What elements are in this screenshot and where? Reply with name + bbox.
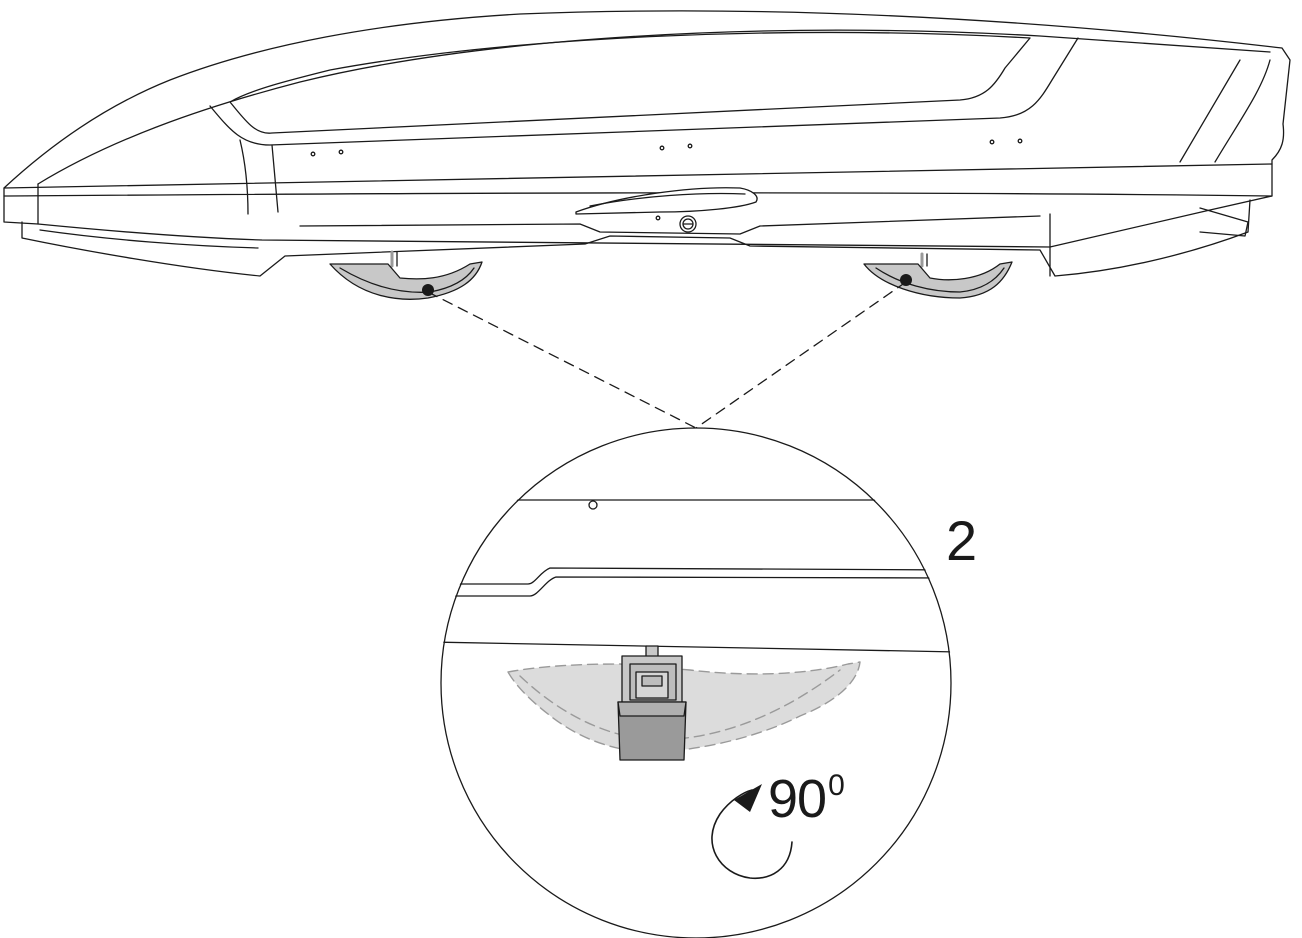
rotation-angle-value: 90 xyxy=(768,769,827,829)
lock-dot xyxy=(655,215,661,221)
lid-outline xyxy=(3,10,1291,248)
rotation-angle-label: 900 xyxy=(768,769,845,829)
detail-view xyxy=(440,427,952,938)
right-mounting-clamp[interactable] xyxy=(863,252,1013,299)
detail-skirt-step xyxy=(440,567,952,585)
rotation-knob[interactable] xyxy=(617,645,687,761)
belt-line-lower xyxy=(3,192,1273,197)
handle-shadow xyxy=(589,192,746,207)
lock-icon[interactable] xyxy=(679,215,697,233)
front-panel-line-2 xyxy=(271,144,279,213)
lower-skirt xyxy=(21,199,1251,277)
rear-bumper xyxy=(1049,207,1249,277)
belt-line xyxy=(3,163,1273,189)
handle[interactable] xyxy=(575,187,758,215)
detail-bottom-line xyxy=(440,641,952,653)
left-clamp-jaw xyxy=(329,261,483,300)
rear-panel-line xyxy=(1179,59,1241,163)
front-panel-line xyxy=(239,139,249,215)
pivot-dot-icon xyxy=(900,274,912,286)
step-number: 2 xyxy=(946,509,978,572)
lower-skirt-inner xyxy=(39,215,1041,249)
detail-skirt-step-2 xyxy=(440,576,952,597)
callout-lines xyxy=(427,281,907,429)
detail-hole xyxy=(588,500,598,510)
right-clamp-jaw xyxy=(863,261,1013,299)
lid-window-outer xyxy=(209,37,1079,146)
lid-ridge-line xyxy=(37,29,1271,185)
rear-panel-line-2 xyxy=(1214,59,1271,163)
mounting-holes xyxy=(310,138,1023,157)
curved-arrow-clockwise-icon xyxy=(711,784,793,880)
lid-window xyxy=(229,31,1031,134)
rotation-angle-degree: 0 xyxy=(828,769,845,802)
roof-box xyxy=(3,10,1291,277)
left-mounting-clamp[interactable] xyxy=(329,250,483,300)
